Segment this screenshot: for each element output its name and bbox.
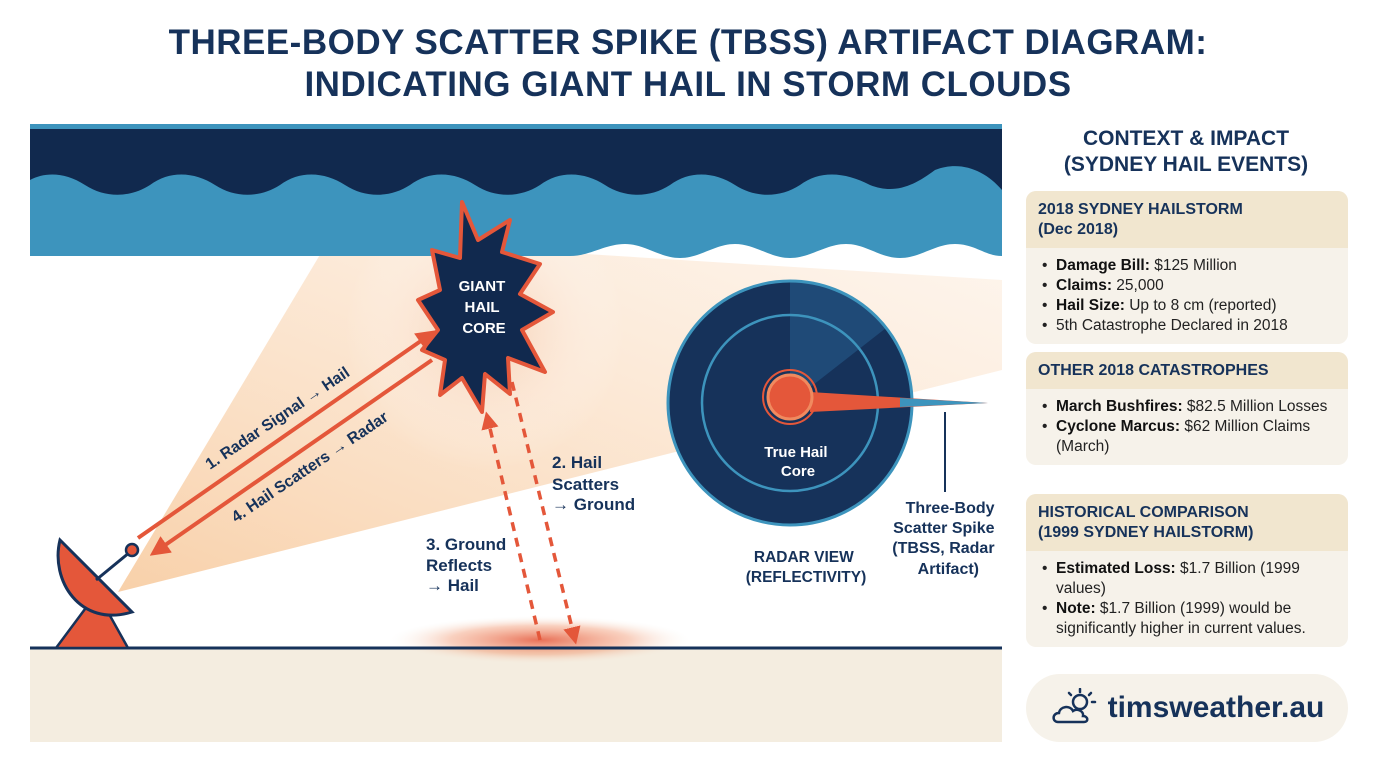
path3-line-1: 3. Ground [426,535,506,554]
list-item: Note: $1.7 Billion (1999) would be signi… [1042,599,1336,639]
card-2018-hailstorm-head: 2018 SYDNEY HAILSTORM (Dec 2018) [1026,191,1348,248]
card-other-catastrophes-head: OTHER 2018 CATASTROPHES [1026,352,1348,389]
path2-label: 2. Hail Scatters → Ground [552,453,635,514]
tbss-line-1: Three-Body [906,500,995,517]
tbss-line-3: (TBSS, Radar [892,540,994,557]
brand-badge: timsweather.au [1026,674,1348,742]
radar-view-core-label: True Hail Core [764,444,832,480]
path4-arrow [149,358,434,556]
path1-arrow [136,330,437,540]
list-item: March Bushfires: $82.5 Million Losses [1042,397,1336,417]
card-other-catastrophes: OTHER 2018 CATASTROPHES March Bushfires:… [1026,352,1348,465]
radar-dish-icon [53,537,140,650]
sun-cloud-icon [1051,688,1096,724]
storm-cloud-upper [30,126,1002,195]
sidebar-title-line-1: CONTEXT & IMPACT [1082,127,1290,150]
tbss-label: Three-Body Scatter Spike (TBSS, Radar Ar… [892,500,999,578]
radar-view-display [666,279,988,527]
path3-line-2: Reflects [426,556,492,575]
card-historical-comparison-head: HISTORICAL COMPARISON (1999 SYDNEY HAILS… [1026,494,1348,551]
core-label-line-1: GIANT [459,278,506,295]
core-label: GIANT HAIL CORE [459,278,510,337]
sidebar-title: CONTEXT & IMPACT (SYDNEY HAIL EVENTS) [1026,126,1346,178]
path2-line-3: → Ground [552,495,635,514]
card-historical-comparison-list: Estimated Loss: $1.7 Billion (1999 value… [1026,551,1348,647]
brand-name: timsweather.au [1107,691,1325,724]
path3-arrow [481,411,542,641]
card-other-catastrophes-list: March Bushfires: $82.5 Million Losses Cy… [1026,389,1348,465]
list-item: Hail Size: Up to 8 cm (reported) [1042,296,1336,316]
radar-core-line-2: Core [781,463,815,480]
card-historical-comparison-title: HISTORICAL COMPARISON [1038,504,1249,521]
list-item: Cyclone Marcus: $62 Million Claims (Marc… [1042,417,1336,457]
path2-line-2: Scatters [552,475,619,494]
path3-line-3: → Hail [426,576,479,595]
page-title: THREE-BODY SCATTER SPIKE (TBSS) ARTIFACT… [0,22,1376,106]
card-2018-hailstorm-title: 2018 SYDNEY HAILSTORM [1038,201,1243,218]
list-item: Estimated Loss: $1.7 Billion (1999 value… [1042,559,1336,599]
path2-arrow [510,381,581,645]
card-2018-hailstorm-list: Damage Bill: $125 Million Claims: 25,000… [1026,248,1348,344]
card-2018-hailstorm: 2018 SYDNEY HAILSTORM (Dec 2018) Damage … [1026,191,1348,344]
tbss-spike [810,392,988,412]
card-other-catastrophes-title: OTHER 2018 CATASTROPHES [1038,362,1269,379]
sidebar-title-line-2: (SYDNEY HAIL EVENTS) [1063,153,1309,176]
tbss-line-4: Artifact) [918,561,979,578]
path2-line-1: 2. Hail [552,453,602,472]
title-line-1: THREE-BODY SCATTER SPIKE (TBSS) ARTIFACT… [168,23,1208,62]
core-label-line-2: HAIL [465,299,500,316]
radar-view-label: RADAR VIEW (REFLECTIVITY) [746,549,867,586]
giant-hail-core [416,200,555,414]
true-hail-core [766,373,814,421]
list-item: Claims: 25,000 [1042,276,1336,296]
path3-label: 3. Ground Reflects → Hail [426,535,511,595]
card-historical-comparison: HISTORICAL COMPARISON (1999 SYDNEY HAILS… [1026,494,1348,647]
radar-core-line-1: True Hail [764,444,827,461]
cloud-top-edge [30,124,1002,129]
list-item: Damage Bill: $125 Million [1042,256,1336,276]
core-label-line-3: CORE [462,320,505,337]
radar-view-line-2: (REFLECTIVITY) [746,569,867,586]
card-2018-hailstorm-subtitle: (Dec 2018) [1038,221,1119,238]
list-item: 5th Catastrophe Declared in 2018 [1042,316,1336,336]
title-line-2: INDICATING GIANT HAIL IN STORM CLOUDS [304,65,1072,104]
radar-view-line-1: RADAR VIEW [754,549,854,566]
tbss-line-2: Scatter Spike [893,520,994,537]
card-historical-comparison-subtitle: (1999 SYDNEY HAILSTORM) [1038,524,1254,541]
